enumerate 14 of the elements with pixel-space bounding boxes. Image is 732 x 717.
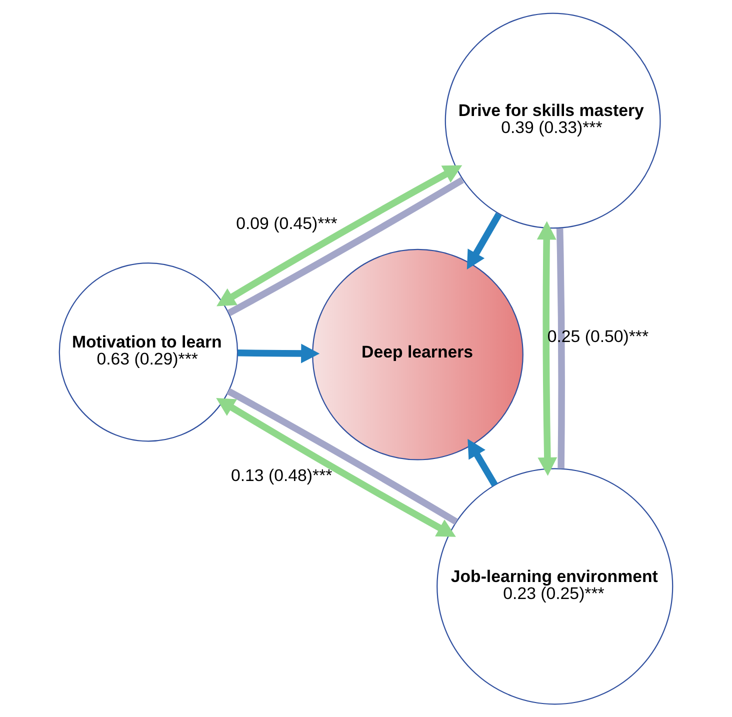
arrow (216, 398, 456, 537)
connector (227, 177, 464, 316)
arrow (536, 221, 558, 476)
arrow (468, 438, 498, 487)
edge-label: 0.13 (0.48)*** (230, 466, 332, 485)
edge-label: 0.25 (0.50)*** (547, 327, 649, 346)
arrow (216, 165, 462, 306)
edge-label: 0.09 (0.45)*** (236, 214, 338, 233)
connector (226, 388, 458, 525)
connector (556, 228, 565, 469)
node-circle: Job-learning environment 0.23 (0.25)*** (436, 468, 674, 705)
arrow (238, 344, 320, 364)
node-circle: Drive for skills mastery 0.39 (0.33)*** (444, 12, 661, 229)
arrow (466, 212, 502, 270)
